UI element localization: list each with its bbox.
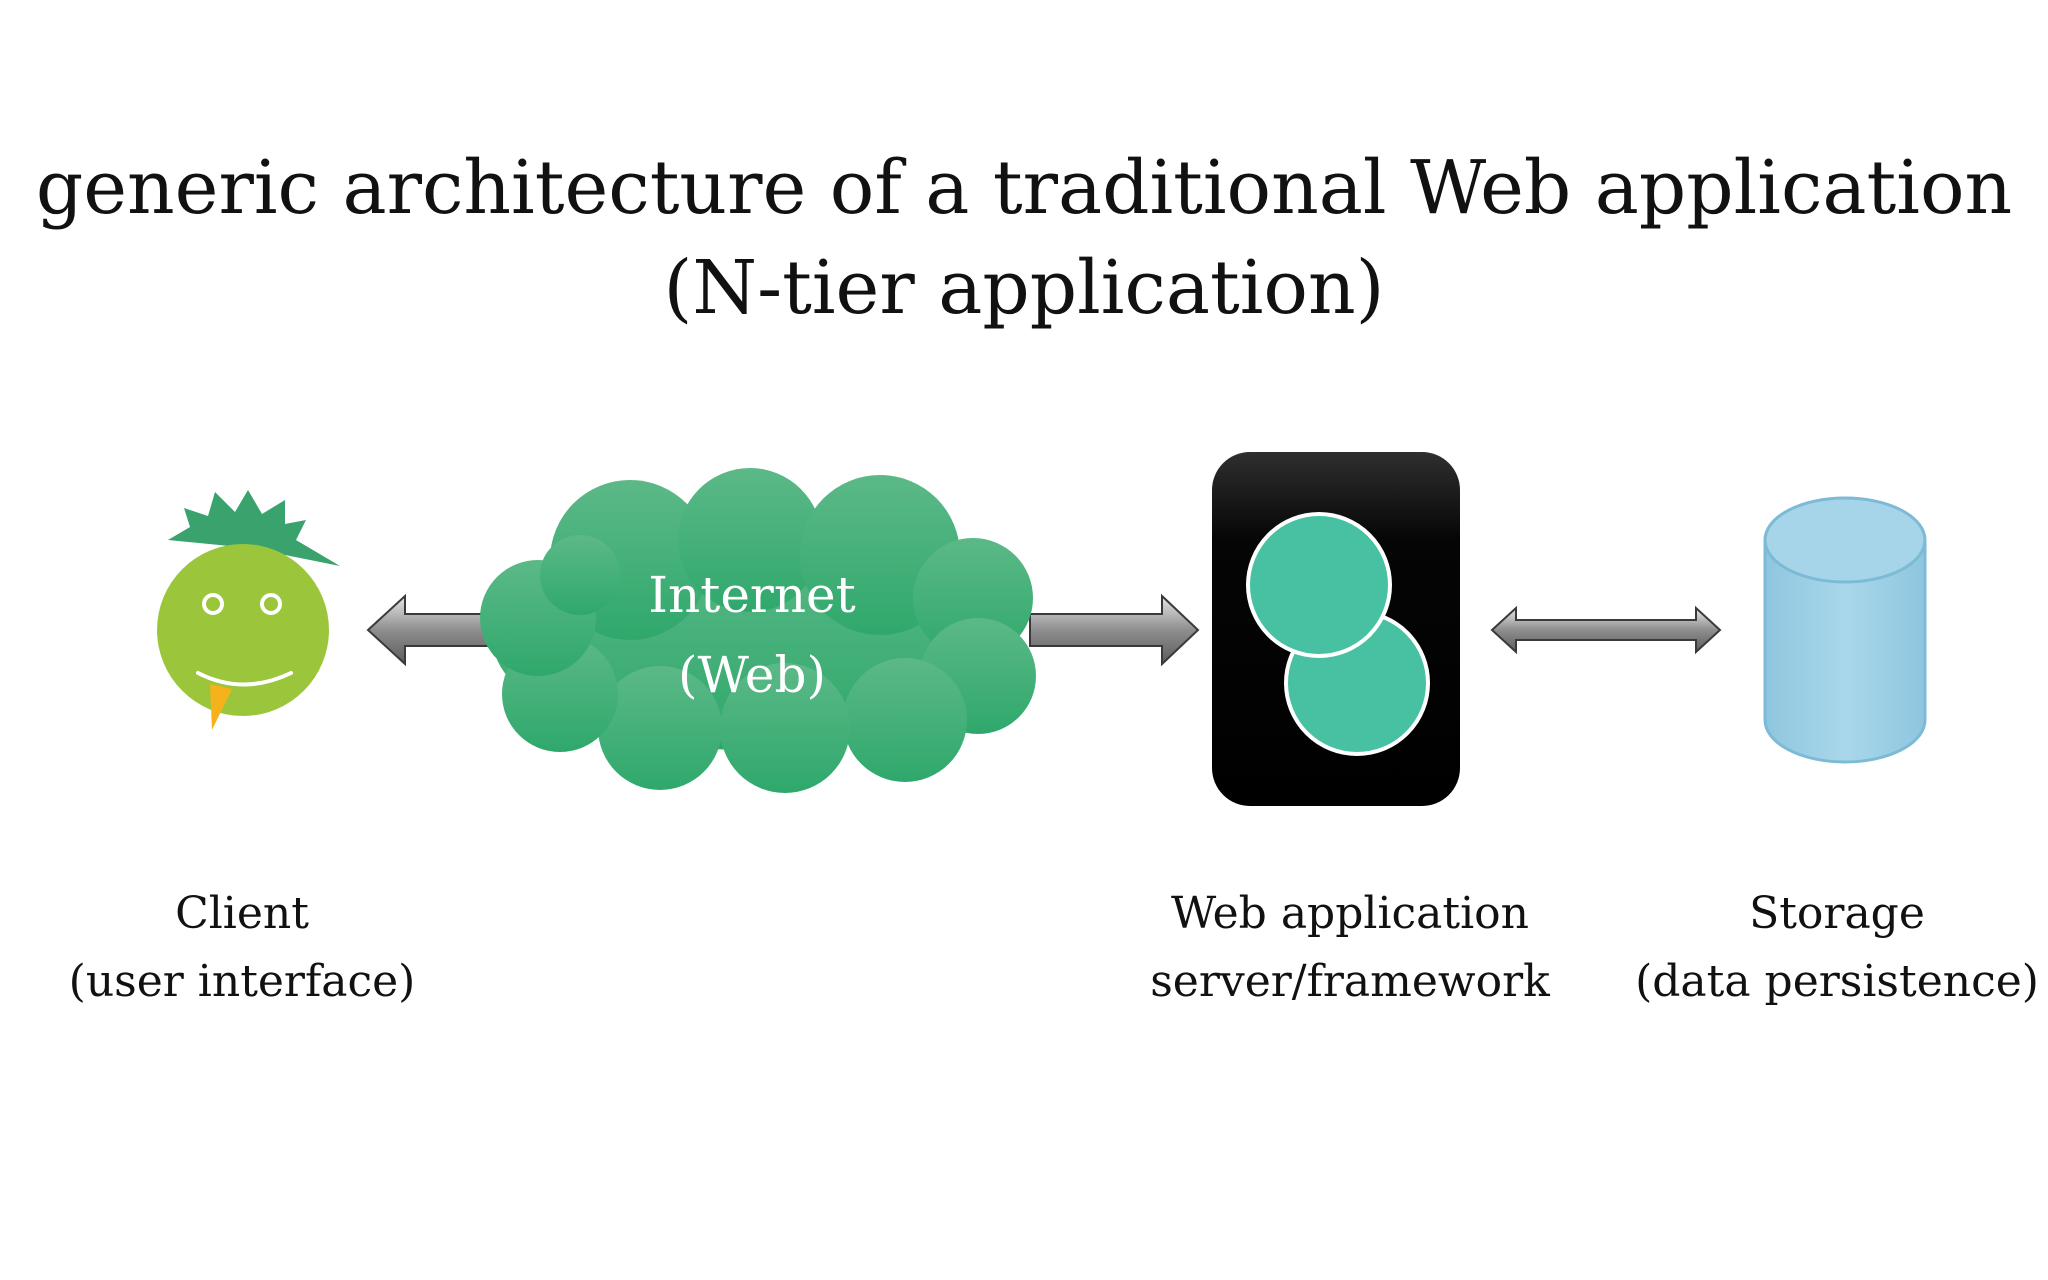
server-label: Web application server/framework (1140, 880, 1560, 1016)
cloud-icon: Internet (Web) (480, 468, 1036, 793)
cloud-label-line-1: Internet (648, 566, 855, 624)
cloud-label-line-2: (Web) (678, 646, 826, 704)
client-label: Client (user interface) (52, 880, 432, 1016)
server-label-line-2: server/framework (1150, 956, 1550, 1007)
client-label-line-1: Client (175, 888, 309, 939)
right-arrow-icon (1029, 593, 1200, 667)
title-line-1: generic architecture of a traditional We… (35, 145, 2013, 231)
storage-label-line-2: (data persistence) (1635, 956, 2039, 1007)
title-line-2: (N-tier application) (663, 245, 1385, 331)
client-label-line-2: (user interface) (68, 956, 416, 1007)
server-logo-icon (1212, 452, 1460, 806)
server-label-line-1: Web application (1171, 888, 1529, 939)
database-cylinder-icon (1763, 496, 1927, 764)
smiley-face-icon (157, 490, 340, 730)
storage-label: Storage (data persistence) (1632, 880, 2042, 1016)
double-arrow-icon (1490, 605, 1722, 655)
storage-label-line-1: Storage (1749, 888, 1925, 939)
diagram-title: generic architecture of a traditional We… (0, 138, 2048, 338)
